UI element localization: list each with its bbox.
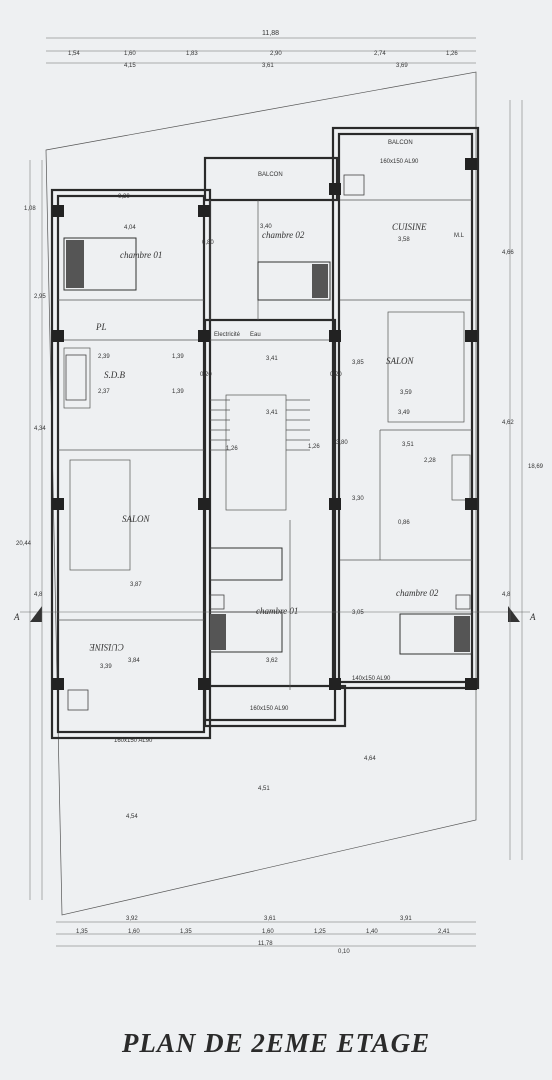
dim-top-5: 2,74: [374, 51, 386, 57]
dim-interior: 3,51: [402, 442, 414, 448]
label-cuisine-right: CUISINE: [392, 222, 427, 232]
dim-right-1: 4,66: [502, 250, 514, 256]
label-chambre-02-bottom: chambre 02: [396, 588, 439, 598]
dim-bottom-3: 3,91: [400, 916, 412, 922]
dim-interior: 3,62: [266, 658, 278, 664]
dim-interior: 3,58: [398, 237, 410, 243]
top-dimensions: 11,88 1,54 1,60 1,83 2,90 2,74 1,26 4,15…: [46, 30, 476, 69]
dim-bottom2-1: 1,35: [76, 929, 88, 935]
label-sdb: S.D.B: [104, 370, 125, 380]
dim-interior: 3,40: [260, 224, 272, 230]
dim-interior: 3,87: [130, 582, 142, 588]
dim-interior: 2,28: [424, 458, 436, 464]
label-balcon-top: BALCON: [258, 172, 283, 178]
dim-interior: 3,49: [398, 410, 410, 416]
columns: [52, 158, 477, 690]
outer-walls: [50, 126, 480, 740]
dim-interior: 3,41: [266, 410, 278, 416]
dim-right-4: 4,8: [502, 592, 511, 598]
dim-top2-1: 4,15: [124, 63, 136, 69]
dim-interior: 3,41: [266, 356, 278, 362]
dim-bottom2-6: 1,40: [366, 929, 378, 935]
dim-interior: 0,86: [398, 520, 410, 526]
dim-interior: 3,80: [336, 440, 348, 446]
dim-interior: 2,39: [98, 354, 110, 360]
dim-interior: 3,85: [352, 360, 364, 366]
dim-interior: 3,05: [352, 610, 364, 616]
dim-interior: 1,26: [226, 446, 238, 452]
dim-left-5: 4,8: [34, 592, 43, 598]
label-salon-right: SALON: [386, 356, 415, 366]
dim-interior: 1,26: [308, 444, 320, 450]
label-eau: Eau: [250, 332, 261, 338]
dim-interior: 4,64: [364, 756, 376, 762]
page-title: PLAN DE 2EME ETAGE: [121, 1028, 431, 1058]
dim-interior: 2,37: [98, 389, 110, 395]
window-bottom-left: 160x150 AL90: [114, 738, 153, 744]
dim-interior: 1,39: [172, 354, 184, 360]
bottom-dimensions: 3,92 3,61 3,91 1,35 1,60 1,35 1,60 1,25 …: [56, 916, 476, 955]
dim-bottom-total: 11,78: [258, 941, 273, 947]
label-ml: M.L: [454, 233, 465, 239]
furniture: [63, 174, 473, 711]
section-line: A A: [13, 606, 536, 622]
dim-top-2: 1,60: [124, 51, 136, 57]
label-pl: PL: [95, 322, 107, 332]
dim-left-3: 4,34: [34, 426, 46, 432]
site-boundary: [45, 71, 477, 916]
window-bottom-center: 160x150 AL90: [250, 706, 289, 712]
label-salon-left: SALON: [122, 514, 151, 524]
dim-top-total: 11,88: [262, 30, 279, 37]
dim-interior: 3,30: [352, 496, 364, 502]
staircase: [210, 399, 310, 451]
dim-left-1: 1,08: [24, 206, 36, 212]
section-mark-left: A: [13, 612, 20, 622]
dim-interior: 0,20: [200, 372, 212, 378]
label-balcon-top-right: BALCON: [388, 140, 413, 146]
dim-bottom2-3: 1,35: [180, 929, 192, 935]
dim-right-2: 4,62: [502, 420, 514, 426]
dim-bottom2-7: 2,41: [438, 929, 450, 935]
dim-interior: 0,30: [118, 194, 130, 200]
side-dimensions: 1,08 2,95 4,34 20,44 4,8 4,66 4,62 18,69…: [16, 100, 544, 900]
dim-bottom2-5: 1,25: [314, 929, 326, 935]
window-tags: 160x150 AL90 160x150 AL90 160x150 AL90 1…: [114, 159, 419, 744]
dim-top2-3: 3,69: [396, 63, 408, 69]
dim-top-4: 2,90: [270, 51, 282, 57]
dim-top-1: 1,54: [68, 51, 80, 57]
dim-bottom-2: 3,61: [264, 916, 276, 922]
dim-interior: 0,20: [330, 372, 342, 378]
dim-bottom-small: 0,10: [338, 949, 350, 955]
dim-bottom2-4: 1,60: [262, 929, 274, 935]
dim-interior: 1,39: [172, 389, 184, 395]
label-electricite: Electricité: [214, 332, 241, 338]
dim-right-3: 18,69: [528, 464, 544, 470]
label-chambre-01-bottom: chambre 01: [256, 606, 298, 616]
dim-interior: 4,51: [258, 786, 270, 792]
dim-top-6: 1,26: [446, 51, 458, 57]
dim-top2-2: 3,61: [262, 63, 274, 69]
dim-left-4: 20,44: [16, 541, 32, 547]
label-chambre-01-top: chambre 01: [120, 250, 162, 260]
dim-interior: 3,59: [400, 390, 412, 396]
dim-top-3: 1,83: [186, 51, 198, 57]
dim-bottom-1: 3,92: [126, 916, 138, 922]
interior-dimensions: 0,30 4,04 0,80 2,39 1,39 3,41 1,39 2,37 …: [98, 194, 436, 820]
dim-interior: 3,84: [128, 658, 140, 664]
dim-interior: 3,39: [100, 664, 112, 670]
window-bottom-right: 140x150 AL90: [352, 676, 391, 682]
section-mark-right: A: [529, 612, 536, 622]
dim-left-2: 2,95: [34, 294, 46, 300]
interior-walls: [58, 199, 472, 690]
room-labels: BALCON BALCON CUISINE M.L chambre 01 cha…: [89, 140, 465, 652]
window-top-right: 160x150 AL90: [380, 159, 419, 165]
dim-interior: 4,04: [124, 225, 136, 231]
label-cuisine-left: CUISINE: [89, 642, 124, 652]
dim-interior: 0,80: [202, 240, 214, 246]
dim-interior: 4,54: [126, 814, 138, 820]
label-chambre-02-top: chambre 02: [262, 230, 305, 240]
dim-bottom2-2: 1,60: [128, 929, 140, 935]
